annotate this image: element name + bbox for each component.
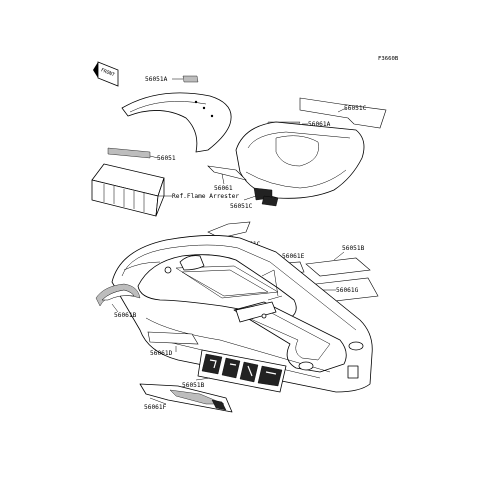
- figure-code: F3660B: [378, 56, 399, 62]
- decal-56061f: [139, 383, 233, 413]
- engine-cover: [235, 121, 365, 199]
- decal-56051c-top: [299, 97, 387, 129]
- callout-56051c-mid: 56051C: [230, 203, 253, 210]
- callout-56061g: 56061G: [336, 287, 359, 294]
- callout-56061a: 56061A: [308, 121, 331, 128]
- decal-56051: [107, 147, 151, 159]
- decal-56051b-top: [305, 257, 371, 277]
- front-arrow-icon: FRONT: [93, 61, 119, 87]
- decal-56051b-logo: [197, 349, 287, 393]
- flame-arrester-box: [91, 163, 165, 217]
- decal-56061: [207, 165, 247, 181]
- decal-56051c-mid: [253, 187, 279, 207]
- hood-cover: [121, 92, 232, 153]
- callout-56051a: 56051A: [145, 76, 168, 83]
- callout-56051: 56051: [157, 155, 176, 162]
- callout-56051b-bottom: 56051B: [182, 382, 205, 389]
- decal-56061d: [147, 331, 199, 345]
- callout-56051c-top: 56051C: [344, 105, 367, 112]
- callout-56061d: 56061D: [150, 350, 173, 357]
- decal-56061b: [95, 283, 141, 307]
- watercraft-hull: [111, 235, 373, 393]
- callout-56051b-top: 56051B: [342, 245, 365, 252]
- front-badge: FRONT: [100, 67, 116, 78]
- callout-56061b: 56061B: [114, 312, 137, 319]
- callout-56061f: 56061F: [144, 404, 167, 411]
- callout-56061e: 56061E: [282, 253, 305, 260]
- callout-56061: 56061: [214, 185, 233, 192]
- decal-56051a: [182, 75, 199, 83]
- reference-note: Ref.Flame Arrester: [172, 193, 239, 200]
